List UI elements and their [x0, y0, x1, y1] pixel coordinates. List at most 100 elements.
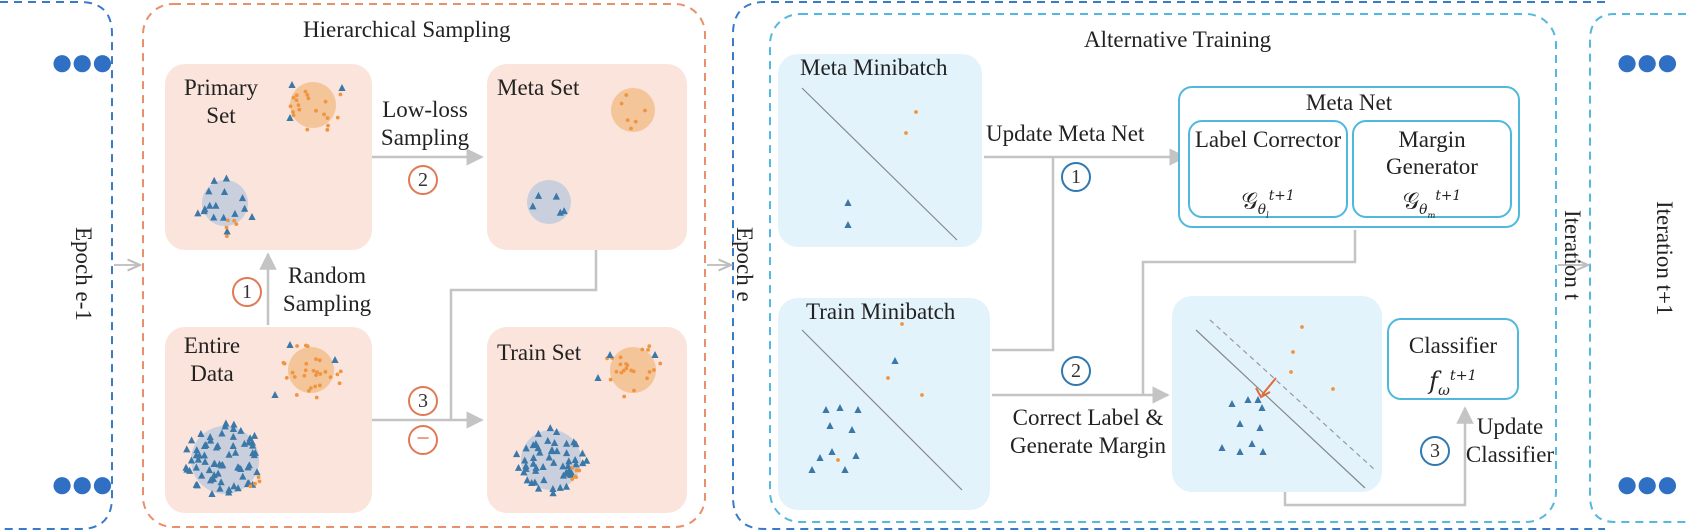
label-corrector-label: Label Corrector	[1194, 127, 1342, 152]
triangle-point	[529, 202, 537, 210]
ellipsis-icon: ●●●	[1615, 39, 1680, 84]
dot-point	[570, 465, 575, 470]
triangle-point	[848, 426, 856, 433]
triangle-point	[183, 445, 191, 453]
triangle-point	[534, 484, 543, 492]
triangle-point	[562, 439, 571, 447]
update-meta-net-label: Update Meta Net	[986, 121, 1145, 146]
triangle-point	[540, 476, 548, 484]
step-2-training-marker: 2	[1061, 356, 1091, 386]
triangle-point	[532, 463, 540, 471]
triangle-point	[220, 187, 229, 195]
dot-point	[295, 344, 299, 348]
triangle-point	[241, 204, 249, 212]
margin-generator-label: Margin Generator	[1386, 127, 1478, 179]
triangle-point	[572, 440, 580, 448]
dot-point	[645, 376, 649, 381]
dot-point	[619, 101, 624, 106]
meta-minibatch-boundary	[801, 87, 958, 241]
dot-point	[886, 376, 890, 380]
triangle-point	[559, 462, 567, 470]
scatter-points	[182, 81, 1335, 498]
triangle-point	[210, 176, 218, 184]
dot-point	[305, 93, 310, 97]
dot-point	[325, 116, 330, 120]
triangle-point	[286, 341, 294, 348]
triangle-point	[230, 482, 238, 490]
dot-point	[326, 123, 330, 128]
triangle-point	[549, 489, 557, 497]
triangle-point	[534, 191, 543, 199]
triangle-point	[562, 482, 571, 490]
triangle-point	[253, 468, 261, 476]
meta-net-title: Meta Net	[1305, 90, 1393, 115]
dot-point	[306, 96, 311, 101]
triangle-point	[217, 478, 225, 486]
dot-point	[608, 377, 613, 382]
dot-point	[338, 92, 343, 97]
triangle-point	[553, 447, 561, 455]
triangle-point	[808, 466, 816, 473]
dot-point	[652, 368, 656, 372]
triangle-point	[594, 374, 602, 381]
triangle-point	[222, 174, 231, 182]
dot-point	[253, 481, 257, 486]
meta-orange-cluster	[611, 88, 655, 132]
margin-generator-formula: 𝒢θmt+1	[1402, 188, 1462, 220]
triangle-point	[186, 466, 194, 474]
dot-point	[318, 372, 323, 376]
triangle-point	[218, 429, 226, 437]
dot-point	[647, 370, 652, 374]
triangle-point	[534, 429, 542, 437]
dot-point	[625, 363, 630, 368]
train-set-label: Train Set	[497, 340, 582, 365]
triangle-point	[556, 483, 564, 491]
random-sampling-label: Random Sampling	[282, 263, 372, 316]
iteration-t-label: Iteration t	[1560, 210, 1585, 301]
step-1-training-marker: 1	[1061, 162, 1091, 192]
margin-shift-arrow	[1261, 377, 1277, 396]
dot-point	[288, 104, 293, 109]
triangle-point	[1228, 400, 1236, 407]
triangle-point	[238, 194, 247, 202]
triangle-point	[193, 446, 201, 454]
triangle-point	[534, 444, 542, 452]
classifier-label: Classifier	[1408, 333, 1498, 358]
step-3-sampling-marker: 3	[408, 386, 438, 416]
dot-point	[836, 458, 840, 462]
dot-point	[314, 373, 318, 378]
triangle-point	[192, 463, 200, 471]
meta-set-label: Meta Set	[497, 75, 580, 100]
triangle-point	[565, 457, 573, 465]
triangle-point	[553, 428, 561, 436]
corrected-boundary	[1195, 329, 1366, 489]
dot-point	[297, 107, 302, 112]
dot-point	[625, 118, 630, 123]
dot-point	[328, 375, 333, 380]
triangle-point	[816, 454, 824, 461]
triangle-point	[220, 213, 228, 221]
dot-point	[323, 99, 328, 104]
dot-point	[305, 127, 310, 132]
triangle-point	[182, 463, 190, 471]
triangle-point	[1236, 420, 1244, 427]
triangle-point	[578, 449, 587, 457]
triangle-point	[572, 460, 580, 468]
dot-point	[296, 103, 301, 108]
triangle-point	[826, 422, 834, 429]
triangle-point	[209, 475, 217, 483]
epoch-prev-label: Epoch e-1	[71, 227, 96, 321]
triangle-point	[206, 201, 214, 209]
dot-point	[572, 474, 577, 479]
corrected-plot-panel	[1172, 296, 1382, 492]
dot-point	[914, 110, 918, 114]
triangle-point	[548, 446, 556, 454]
train-minibatch-label: Train Minibatch	[806, 299, 956, 324]
triangle-point	[214, 469, 222, 477]
triangle-point	[549, 485, 557, 493]
dot-point	[315, 370, 319, 375]
epoch-curr-label: Epoch e	[732, 227, 757, 302]
label-corrector-box: Label Corrector 𝒢θlt+1	[1188, 120, 1348, 220]
triangle-point	[286, 114, 294, 121]
